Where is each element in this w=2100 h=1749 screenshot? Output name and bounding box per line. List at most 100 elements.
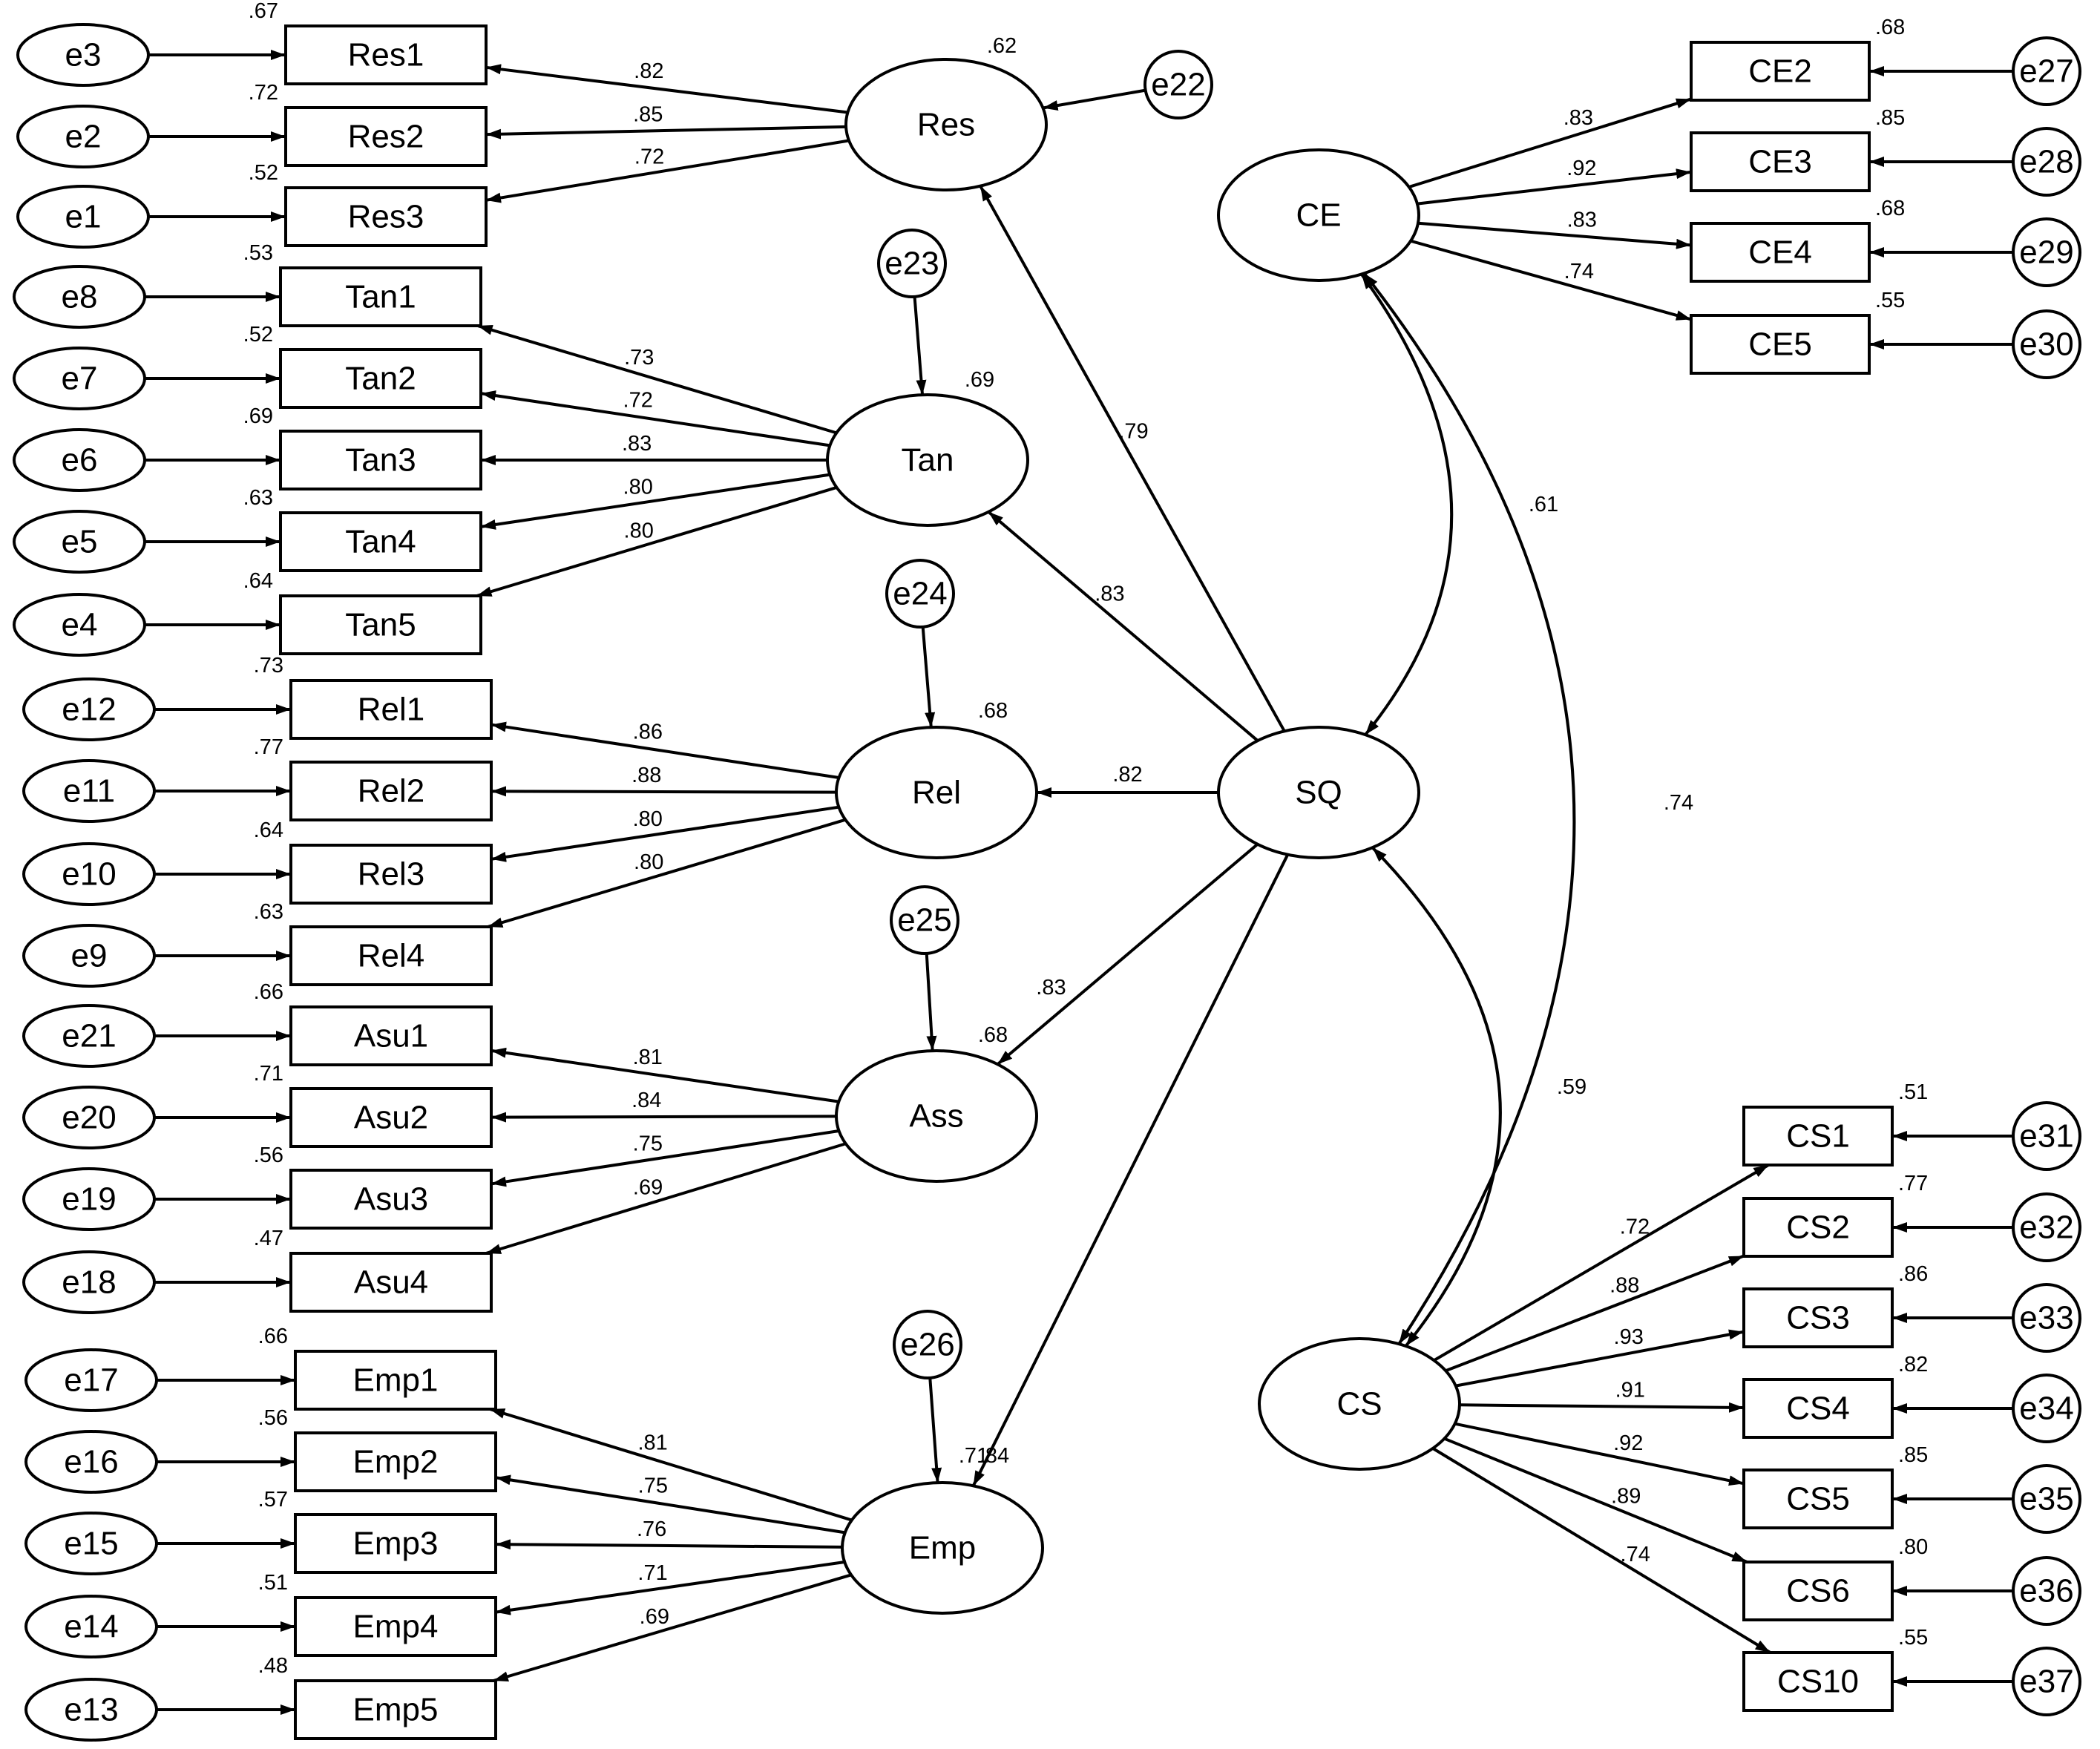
indicator-r2-ce2: .68 <box>1875 16 1905 39</box>
latent-factor-rel <box>835 726 1038 859</box>
indicator-label-cs1: CS1 <box>1786 1118 1850 1155</box>
loading-path-cs2 <box>1445 1254 1745 1373</box>
loading-label-res1: .82 <box>634 59 663 83</box>
error-term-label-e36: e36 <box>2019 1573 2073 1609</box>
latent-r2-ass: .68 <box>978 1023 1008 1047</box>
indicator-box-emp4 <box>294 1596 497 1657</box>
covariance-path-sq-cs <box>1371 846 1502 1348</box>
loading-path-res2 <box>485 125 847 140</box>
indicator-r2-asu4: .47 <box>254 1227 283 1250</box>
latent-factor-emp <box>841 1481 1044 1615</box>
structural-path-ass <box>997 843 1259 1066</box>
error-term-label-e33: e33 <box>2019 1300 2073 1336</box>
indicator-box-tan5 <box>279 594 482 655</box>
error-term-label-e30: e30 <box>2019 326 2073 363</box>
error-term-label-e13: e13 <box>64 1692 118 1728</box>
indicator-r2-tan4: .63 <box>243 486 273 510</box>
loading-label-cs4: .91 <box>1615 1379 1645 1402</box>
indicator-label-cs5: CS5 <box>1786 1481 1850 1517</box>
error-term-e8 <box>13 265 146 329</box>
indicator-label-tan3: Tan3 <box>345 442 416 479</box>
indicator-box-tan3 <box>279 430 482 490</box>
loading-path-rel1 <box>490 721 839 779</box>
loading-label-emp2: .75 <box>638 1474 668 1498</box>
latent-factor-label-ce: CE <box>1296 197 1341 234</box>
indicator-r2-emp5: .48 <box>258 1654 288 1678</box>
coefficient-layer: .82.67.85.72.72.52.73.53.72.52.83.69.80.… <box>243 0 1929 1678</box>
error-term-e7 <box>13 347 146 410</box>
loading-path-tan1 <box>477 324 837 435</box>
latent-factor-label-emp: Emp <box>909 1530 976 1566</box>
error-term-e9 <box>22 924 156 988</box>
error-term-e33 <box>2012 1283 2081 1353</box>
error-term-e11 <box>22 759 156 823</box>
loading-label-emp3: .76 <box>637 1517 666 1541</box>
loading-label-tan2: .72 <box>623 389 653 413</box>
error-term-label-e9: e9 <box>71 938 108 974</box>
error-term-e16 <box>24 1430 158 1494</box>
latent-factor-label-rel: Rel <box>912 775 961 811</box>
loading-label-cs6: .89 <box>1611 1484 1641 1508</box>
loading-path-emp5 <box>493 1573 852 1682</box>
error-term-e2 <box>16 105 150 168</box>
latent-factor-tan <box>826 393 1029 527</box>
error-term-label-e14: e14 <box>64 1609 118 1645</box>
latent-factor-res <box>844 58 1048 191</box>
loading-label-rel2: .88 <box>631 764 661 787</box>
loading-label-asu4: .69 <box>633 1176 663 1200</box>
loading-label-rel3: .80 <box>633 807 663 831</box>
disturbance-path-e24 <box>921 626 936 728</box>
indicator-label-asu1: Asu1 <box>354 1018 428 1054</box>
indicator-label-ce5: CE5 <box>1748 326 1812 363</box>
loading-label-cs10: .74 <box>1621 1543 1650 1566</box>
loading-label-cs2: .88 <box>1610 1273 1639 1297</box>
indicator-r2-cs10: .55 <box>1898 1626 1928 1650</box>
loading-label-res2: .85 <box>633 103 663 127</box>
loading-label-tan5: .80 <box>624 519 654 542</box>
error-term-label-e21: e21 <box>62 1018 116 1054</box>
structural-label-ass: .83 <box>1036 976 1066 1000</box>
latent-r2-rel: .68 <box>978 699 1008 723</box>
disturbance-label-e24: e24 <box>893 576 947 612</box>
indicator-r2-ce3: .85 <box>1875 106 1905 130</box>
indicator-r2-rel4: .63 <box>254 900 283 924</box>
error-term-e19 <box>22 1167 156 1231</box>
loading-path-tan5 <box>476 485 838 597</box>
indicator-label-tan2: Tan2 <box>345 361 416 397</box>
error-term-label-e4: e4 <box>62 607 98 643</box>
disturbance-path-e26 <box>928 1377 942 1483</box>
indicator-r2-cs1: .51 <box>1898 1080 1928 1104</box>
loading-path-cs1 <box>1433 1164 1770 1362</box>
latent-factor-label-ass: Ass <box>909 1098 963 1135</box>
loading-path-ce2 <box>1408 97 1692 188</box>
loading-label-rel1: .86 <box>633 721 663 744</box>
error-term-e31 <box>2012 1101 2081 1171</box>
error-term-label-e12: e12 <box>62 692 116 728</box>
indicator-box-cs5 <box>1742 1469 1894 1529</box>
indicator-r2-ce4: .68 <box>1875 197 1905 220</box>
error-term-e29 <box>2012 217 2081 287</box>
latent-r2-emp: .71 <box>959 1444 988 1468</box>
indicator-r2-emp2: .56 <box>258 1406 288 1430</box>
indicator-box-ce4 <box>1690 222 1871 283</box>
loading-label-cs3: .93 <box>1614 1325 1644 1349</box>
indicator-box-asu1 <box>289 1005 493 1066</box>
indicator-label-rel4: Rel4 <box>358 938 425 974</box>
structural-label-tan: .83 <box>1095 583 1124 606</box>
error-term-label-e1: e1 <box>65 199 102 235</box>
loading-path-ce4 <box>1417 221 1692 249</box>
error-term-label-e2: e2 <box>65 119 102 155</box>
loading-path-res3 <box>485 139 850 203</box>
error-term-label-e28: e28 <box>2019 144 2073 180</box>
error-term-e21 <box>22 1004 156 1068</box>
path-layer <box>145 50 2013 1715</box>
error-term-label-e5: e5 <box>62 524 98 560</box>
indicator-box-rel1 <box>289 679 493 740</box>
error-term-label-e7: e7 <box>62 361 98 397</box>
indicator-label-cs4: CS4 <box>1786 1391 1850 1427</box>
covariance-label-sq-cs: .59 <box>1557 1075 1587 1099</box>
indicator-box-rel3 <box>289 844 493 905</box>
error-term-e20 <box>22 1086 156 1149</box>
loading-path-ce3 <box>1417 168 1692 206</box>
